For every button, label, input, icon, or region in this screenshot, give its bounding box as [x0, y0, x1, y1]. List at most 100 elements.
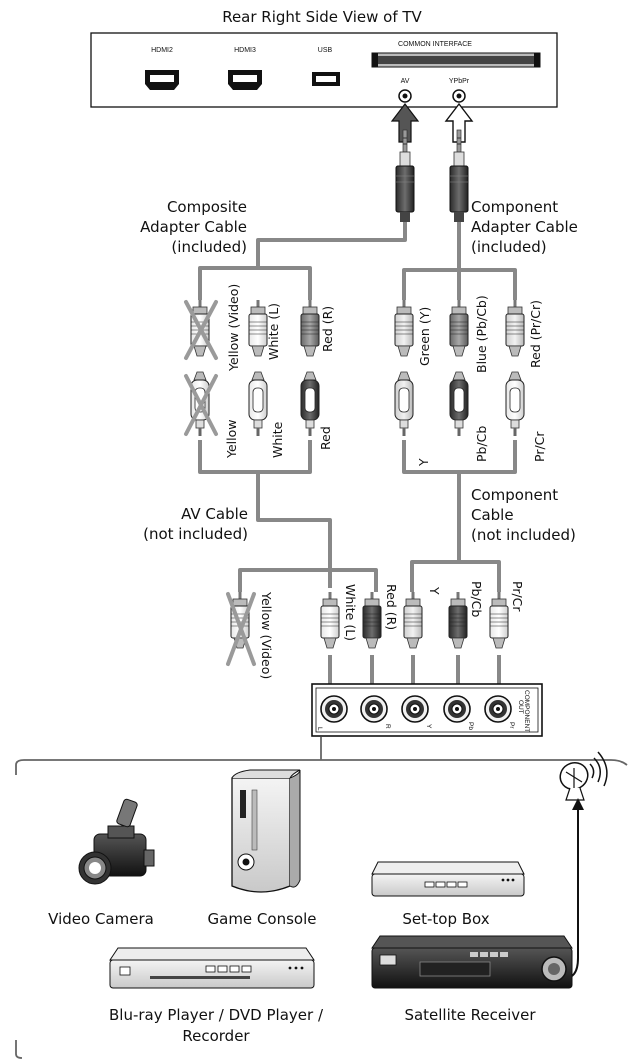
panel-l-label: L: [316, 727, 323, 731]
ypbpr-jack-plug[interactable]: [449, 129, 469, 223]
av-port-label: AV: [401, 78, 410, 85]
caption-line: AV Cable: [181, 505, 248, 523]
av-cable-caption: AV Cable (not included): [143, 505, 248, 543]
av-cable-wire: [238, 568, 378, 592]
device-group-bracket: [15, 759, 628, 775]
white-l-lower-label: White (L): [343, 584, 358, 641]
component-out-label-2: OUT: [517, 700, 524, 714]
composite-adapter-wire: [198, 222, 407, 300]
prcr-label: Pr/Cr: [532, 431, 547, 462]
bracket-tail: [15, 1040, 23, 1059]
panel-y-label: Y: [425, 724, 432, 729]
ypbpr-port-label: YPbPr: [449, 78, 470, 85]
prcr-plug-mid[interactable]: [505, 371, 525, 437]
pbcb-label: Pb/Cb: [474, 426, 489, 462]
component-adapter-caption: Component Adapter Cable (included): [471, 198, 578, 256]
composite-lower-wire: [198, 440, 332, 588]
av-jack-plug[interactable]: [395, 129, 415, 223]
satellite-receiver-icon: [371, 935, 573, 989]
caption-line: Component: [471, 198, 558, 216]
common-interface-slot[interactable]: [371, 52, 541, 68]
panel-pr-label: Pr: [508, 722, 515, 729]
red-label: Red: [318, 426, 333, 450]
settop-box-label: Set-top Box: [402, 910, 489, 928]
red-r-lower-label: Red (R): [384, 584, 399, 630]
red-plug-top[interactable]: [300, 299, 320, 357]
caption-line: Cable: [471, 506, 514, 524]
y-label: Y: [416, 458, 431, 467]
green-y-label: Green (Y): [417, 307, 432, 366]
blue-pbcb-label: Blue (Pb/Cb): [474, 295, 489, 373]
yellow-video-lower-label: Yellow (Video): [259, 591, 274, 679]
white-l-label: White (L): [266, 303, 281, 360]
caption-line: Composite: [167, 198, 247, 216]
panel-pb-label: Pb: [467, 722, 474, 730]
bluray-label-line1: Blu-ray Player / DVD Player /: [109, 1006, 324, 1024]
cross-out-mark: [184, 300, 218, 360]
red-r-label: Red (R): [320, 306, 335, 352]
av-jack-port[interactable]: [398, 89, 412, 103]
y-plug-lower[interactable]: [403, 591, 423, 649]
component-lower-wire: [402, 440, 517, 592]
component-cable-caption: Component Cable (not included): [471, 486, 576, 544]
red-plug-lower[interactable]: [362, 591, 382, 649]
pb-jack-port[interactable]: [443, 695, 471, 723]
satellite-dish-icon: [559, 751, 608, 801]
yellow-video-label: Yellow (Video): [226, 284, 241, 372]
yellow-label: Yellow: [224, 420, 239, 459]
component-out-label-1: COMPONENT: [523, 690, 530, 732]
component-adapter-wire: [402, 222, 517, 300]
y-jack-port[interactable]: [401, 695, 429, 723]
hdmi3-label: HDMI3: [234, 47, 256, 54]
common-interface-label: COMMON INTERFACE: [398, 41, 472, 48]
caption-line: (included): [171, 238, 247, 256]
hdmi-port-icon[interactable]: [145, 70, 179, 90]
satellite-receiver-label: Satellite Receiver: [404, 1006, 536, 1024]
usb-port-icon[interactable]: [312, 72, 340, 86]
game-console-label: Game Console: [208, 910, 317, 928]
ypbpr-jack-port[interactable]: [452, 89, 466, 103]
caption-line: Component: [471, 486, 558, 504]
prcr-lower-label: Pr/Cr: [510, 581, 525, 612]
caption-line: (not included): [143, 525, 248, 543]
video-camera-label: Video Camera: [48, 910, 154, 928]
red-prcr-plug-top[interactable]: [505, 299, 525, 357]
bluray-player-icon: [109, 947, 315, 989]
cross-out-mark: [226, 592, 256, 666]
hdmi-port-icon[interactable]: [228, 70, 262, 90]
settop-box-icon: [371, 861, 525, 897]
blue-plug-top[interactable]: [449, 299, 469, 357]
white-plug-mid[interactable]: [248, 371, 268, 437]
white-label: White: [270, 421, 285, 458]
hdmi2-label: HDMI2: [151, 47, 173, 54]
pbcb-plug-lower[interactable]: [448, 591, 468, 649]
caption-line: (included): [471, 238, 547, 256]
white-plug-lower[interactable]: [320, 591, 340, 649]
game-console-icon: [231, 769, 301, 893]
green-plug-top[interactable]: [394, 299, 414, 357]
y-plug-mid[interactable]: [394, 371, 414, 437]
white-plug-top[interactable]: [248, 299, 268, 357]
caption-line: Adapter Cable: [471, 218, 578, 236]
pbcb-lower-label: Pb/Cb: [469, 581, 484, 617]
video-camera-icon: [78, 798, 155, 885]
prcr-plug-lower[interactable]: [489, 591, 509, 649]
l-jack-port[interactable]: [320, 695, 348, 723]
tv-title: Rear Right Side View of TV: [222, 8, 422, 26]
composite-cable-caption: Composite Adapter Cable (included): [140, 198, 247, 256]
pr-jack-port[interactable]: [484, 695, 512, 723]
cross-out-mark: [184, 374, 218, 436]
bluray-label-line2: Recorder: [182, 1027, 250, 1045]
usb-label: USB: [318, 47, 333, 54]
caption-line: (not included): [471, 526, 576, 544]
caption-line: Adapter Cable: [140, 218, 247, 236]
r-jack-port[interactable]: [360, 695, 388, 723]
pbcb-plug-mid[interactable]: [449, 371, 469, 437]
red-prcr-label: Red (Pr/Cr): [528, 300, 543, 368]
plug-to-panel-wires: [328, 655, 501, 684]
red-plug-mid[interactable]: [300, 371, 320, 437]
y-lower-label: Y: [427, 586, 442, 595]
panel-r-label: R: [384, 724, 391, 729]
arrow-up-icon: [572, 798, 584, 810]
